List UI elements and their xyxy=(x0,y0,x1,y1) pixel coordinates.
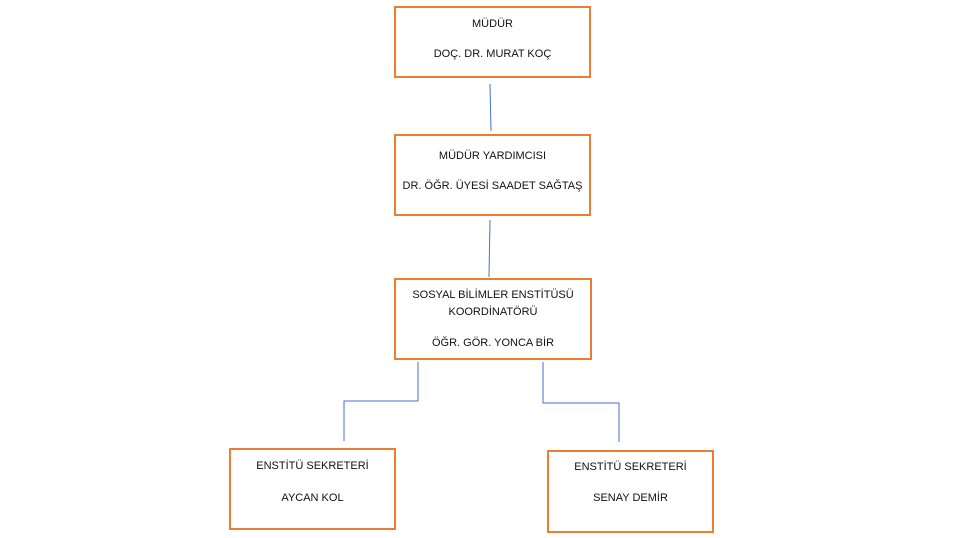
secretary-left-box: ENSTİTÜ SEKRETERİ AYCAN KOL xyxy=(229,448,396,530)
secretary-right-box: ENSTİTÜ SEKRETERİ SENAY DEMİR xyxy=(547,450,714,533)
deputy-director-name: DR. ÖĞR. ÜYESİ SAADET SAĞTAŞ xyxy=(402,180,583,192)
coordinator-title-line1: SOSYAL BİLİMLER ENSTİTÜSÜ xyxy=(412,289,574,301)
secretary-left-title: ENSTİTÜ SEKRETERİ xyxy=(256,460,369,472)
director-title: MÜDÜR xyxy=(472,18,513,30)
connector-director-deputy xyxy=(489,83,492,132)
director-box: MÜDÜR DOÇ. DR. MURAT KOÇ xyxy=(394,6,591,78)
deputy-director-title: MÜDÜR YARDIMCISI xyxy=(438,150,547,162)
coordinator-name: ÖĞR. GÖR. YONCA BİR xyxy=(431,337,555,349)
coordinator-box: SOSYAL BİLİMLER ENSTİTÜSÜ KOORDİNATÖRÜ Ö… xyxy=(394,278,592,360)
connector-coordinator-secretary-left xyxy=(343,362,419,441)
coordinator-title-line2: KOORDİNATÖRÜ xyxy=(448,306,538,318)
secretary-right-title: ENSTİTÜ SEKRETERİ xyxy=(574,461,687,473)
deputy-director-box: MÜDÜR YARDIMCISI DR. ÖĞR. ÜYESİ SAADET S… xyxy=(394,134,591,216)
connector-deputy-coordinator xyxy=(488,219,491,278)
secretary-right-name: SENAY DEMİR xyxy=(593,492,668,504)
director-name: DOÇ. DR. MURAT KOÇ xyxy=(433,48,552,60)
connector-coordinator-secretary-right xyxy=(542,362,620,442)
secretary-left-name: AYCAN KOL xyxy=(281,492,344,504)
